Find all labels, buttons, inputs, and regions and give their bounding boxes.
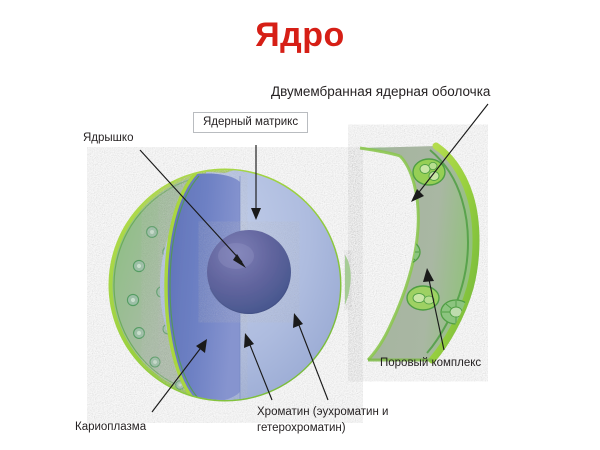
label-nuclear-matrix: Ядерный матрикс (193, 112, 309, 133)
label-karyoplasm: Кариоплазма (75, 421, 147, 433)
envelope-fragment (345, 255, 351, 305)
label-pore-complex: Поровый комплекс (380, 357, 482, 369)
label-chromatin: Хроматин (эухроматин и гетерохроматин) (257, 406, 389, 434)
nucleolus-highlight (218, 243, 254, 269)
label-nucleolus: Ядрышко (83, 132, 134, 144)
pore-complex (366, 164, 396, 188)
label-nuclear-envelope: Двумембранная ядерная оболочка (271, 84, 491, 99)
left-membrane-edge (366, 154, 420, 362)
pore-complex (412, 158, 446, 186)
left-nucleus-figure (108, 168, 342, 402)
pore-complex (406, 285, 440, 311)
page-title: Ядро (255, 16, 345, 54)
right-envelope-figure (345, 142, 480, 364)
